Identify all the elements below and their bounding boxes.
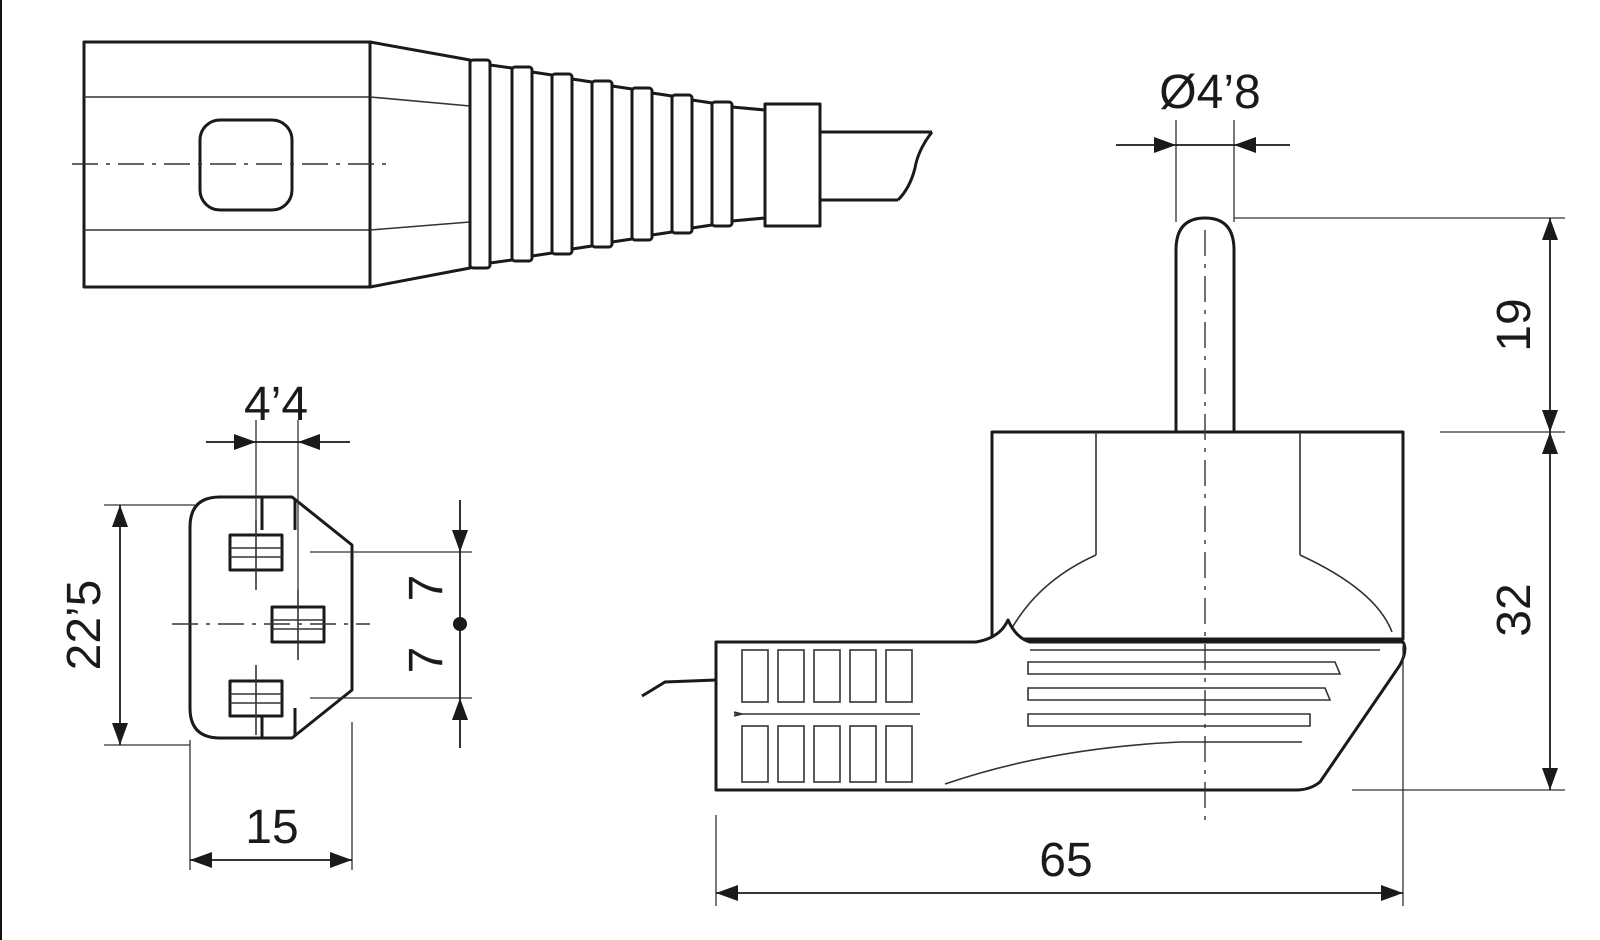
dim-offset-upper: 7	[400, 575, 453, 602]
boot-groove	[488, 63, 514, 265]
boot-groove	[610, 84, 634, 244]
grip-rib	[849, 649, 877, 703]
cable-break	[896, 131, 934, 202]
grip-rib	[849, 725, 877, 783]
dim-face-height: 22’5	[58, 580, 111, 671]
shoulder-curve-left	[1011, 554, 1097, 629]
dim-body-height: 32	[1488, 583, 1541, 636]
boot-groove	[690, 98, 714, 230]
pin-lower	[228, 665, 284, 735]
boot-groove	[570, 77, 594, 251]
dim-pin-length: 19	[1488, 298, 1541, 351]
front-face-view: 4’4 22’5 15 7 7	[58, 378, 472, 870]
boot-rib	[590, 79, 614, 249]
side-grip-ribs	[741, 649, 913, 783]
boot-rib	[630, 86, 654, 242]
pin-window	[198, 118, 294, 212]
boot-groove	[530, 70, 554, 258]
plug-head-body	[990, 430, 1405, 641]
dim-overall-length: 65	[1039, 834, 1092, 887]
dim-pin-diameter: Ø4’8	[1159, 66, 1260, 119]
boot-groove	[650, 91, 674, 237]
cord-housing	[714, 618, 1407, 792]
dim-offset-lower: 7	[400, 647, 453, 674]
shoulder-curve-right	[1299, 554, 1393, 633]
boot-rib	[468, 58, 492, 270]
boot-rib	[670, 93, 694, 235]
strain-relief-ribs	[468, 58, 767, 270]
cable-collar	[763, 102, 822, 228]
grip-rib	[777, 725, 805, 783]
boot-rib	[710, 100, 734, 228]
grip-rib	[885, 649, 913, 703]
top-view	[72, 40, 934, 289]
grip-groove-3	[1027, 713, 1311, 727]
dim-datum-point	[453, 617, 467, 631]
boot-groove	[730, 105, 767, 223]
grip-groove-2	[1027, 687, 1332, 701]
cord-stub	[641, 678, 717, 698]
grip-rib	[885, 725, 913, 783]
grip-rib	[813, 649, 841, 703]
grip-rib	[741, 649, 769, 703]
dim-face-width: 15	[245, 801, 298, 854]
pin-upper	[228, 520, 284, 590]
housing-curve	[944, 741, 1302, 785]
grip-rib	[741, 725, 769, 783]
grip-groove-1	[1027, 661, 1342, 675]
grip-rib	[777, 649, 805, 703]
boot-rib	[550, 72, 574, 256]
grip-rib	[813, 725, 841, 783]
side-view: Ø4’8 19 32 65	[641, 66, 1565, 906]
dim-pin-spacing: 4’4	[244, 378, 308, 431]
boot-rib	[510, 65, 534, 263]
